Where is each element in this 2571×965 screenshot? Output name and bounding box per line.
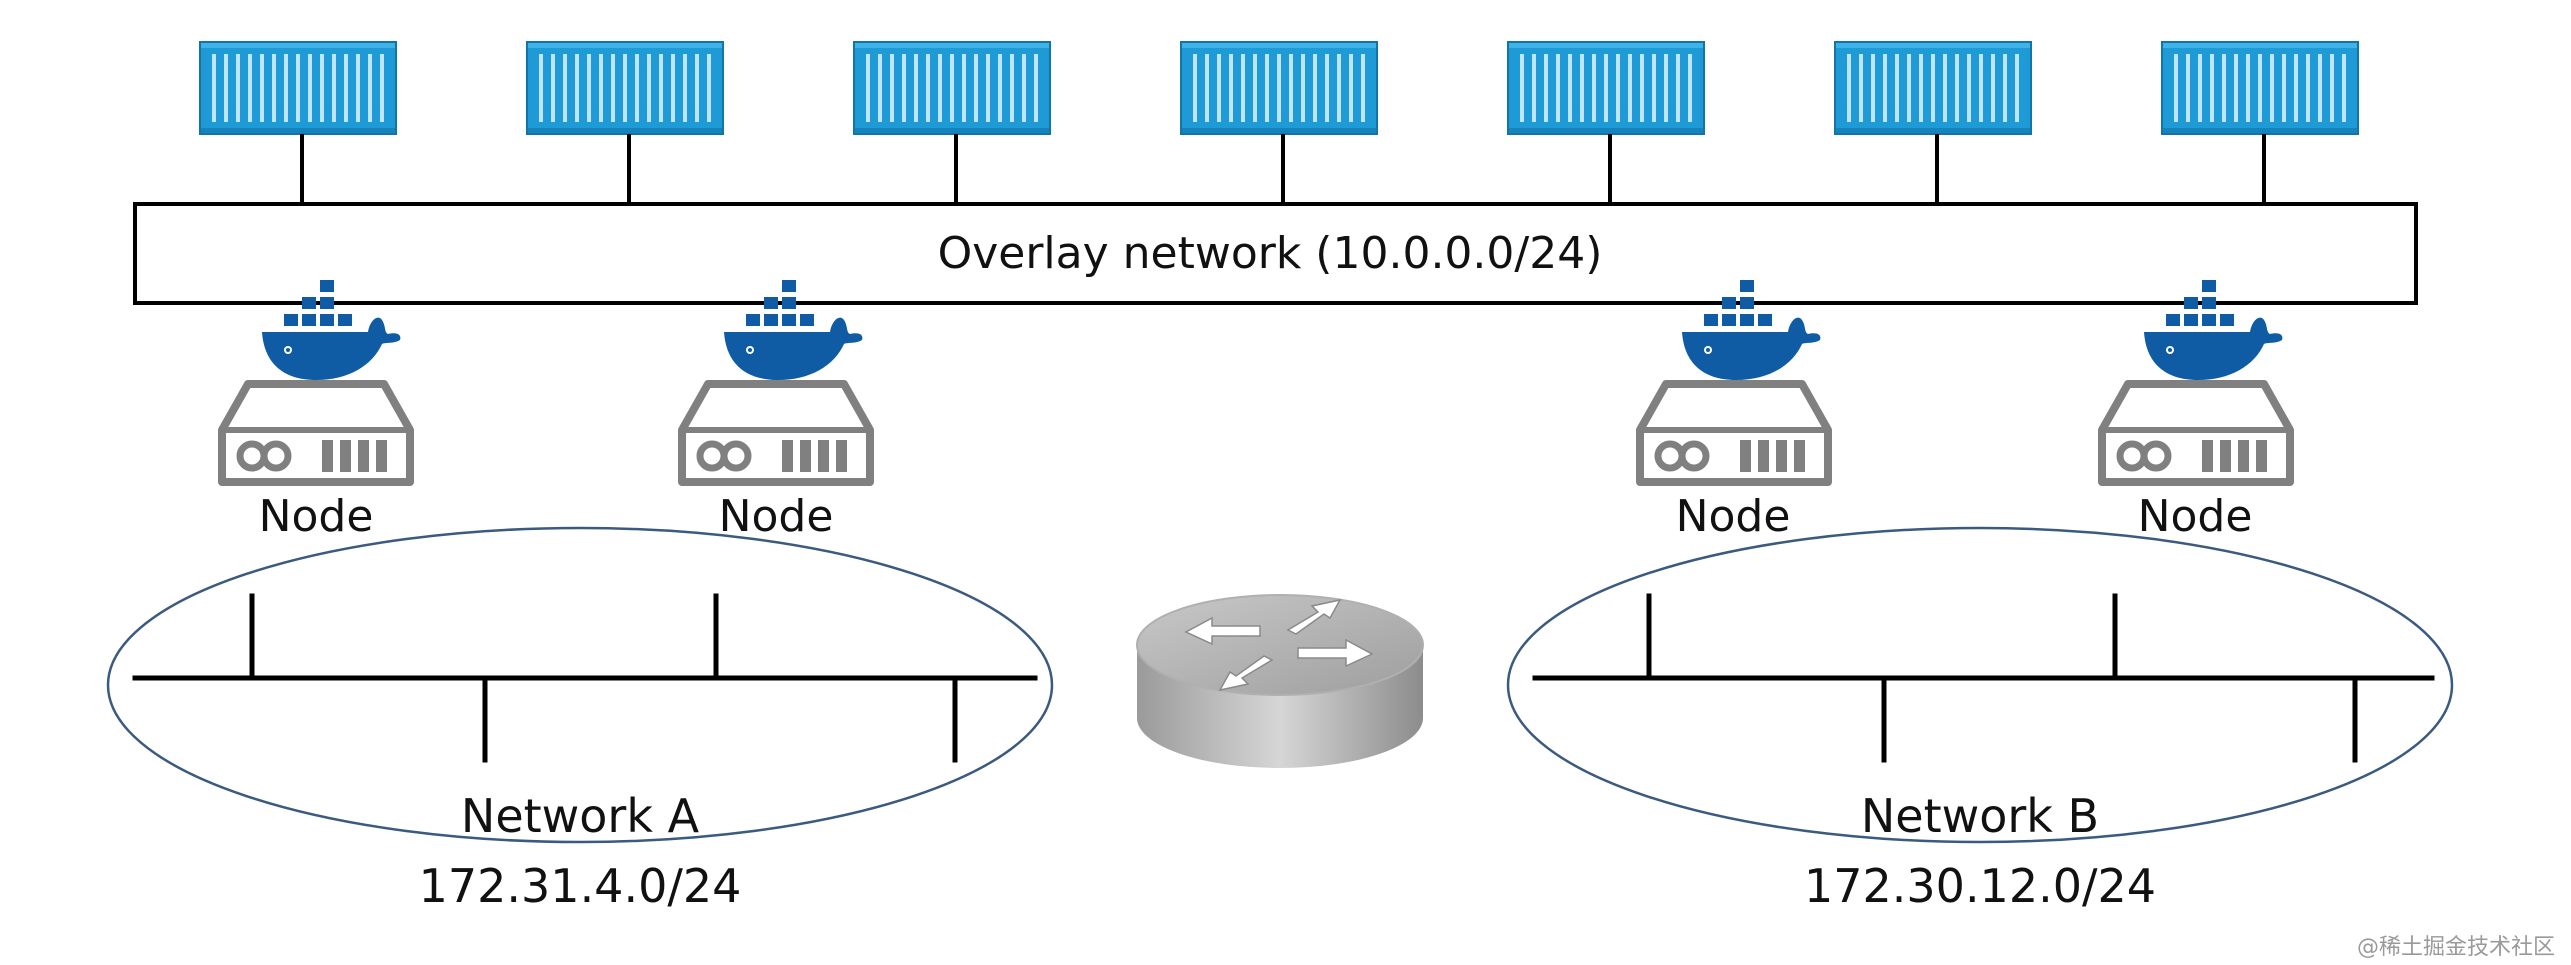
network-a-boundary [106,526,1054,844]
server-icon [222,384,410,482]
overlay-network-label: Overlay network (10.0.0.0/24) [938,228,1603,279]
container-icon [1179,40,1379,136]
network-b-name: Network B [1861,789,2099,843]
container-icon [1833,40,2033,136]
overlay-network-bar [133,202,2418,305]
server-icon [1640,384,1828,482]
server-icon [2102,384,2290,482]
container-icon [2160,40,2360,136]
container-icon [198,40,398,136]
network-b-cidr: 172.30.12.0/24 [1804,859,2156,913]
node-label: Node [2138,491,2253,542]
network-a-cidr: 172.31.4.0/24 [419,859,742,913]
network-a-name: Network A [461,789,700,843]
server-icon [682,384,870,482]
node-label: Node [1676,491,1791,542]
container-connectors [300,134,2266,204]
node-label: Node [259,491,374,542]
container-icon [852,40,1052,136]
network-a: Network A 172.31.4.0/24 [106,526,1054,913]
network-b: Network B 172.30.12.0/24 [1506,526,2454,913]
node-label: Node [719,491,834,542]
container-icon [525,40,725,136]
containers-row [198,40,2360,136]
watermark-text: @稀土掘金技术社区 [2357,935,2555,960]
network-b-boundary [1506,526,2454,844]
container-icon [1506,40,1706,136]
router-icon [1136,594,1424,768]
